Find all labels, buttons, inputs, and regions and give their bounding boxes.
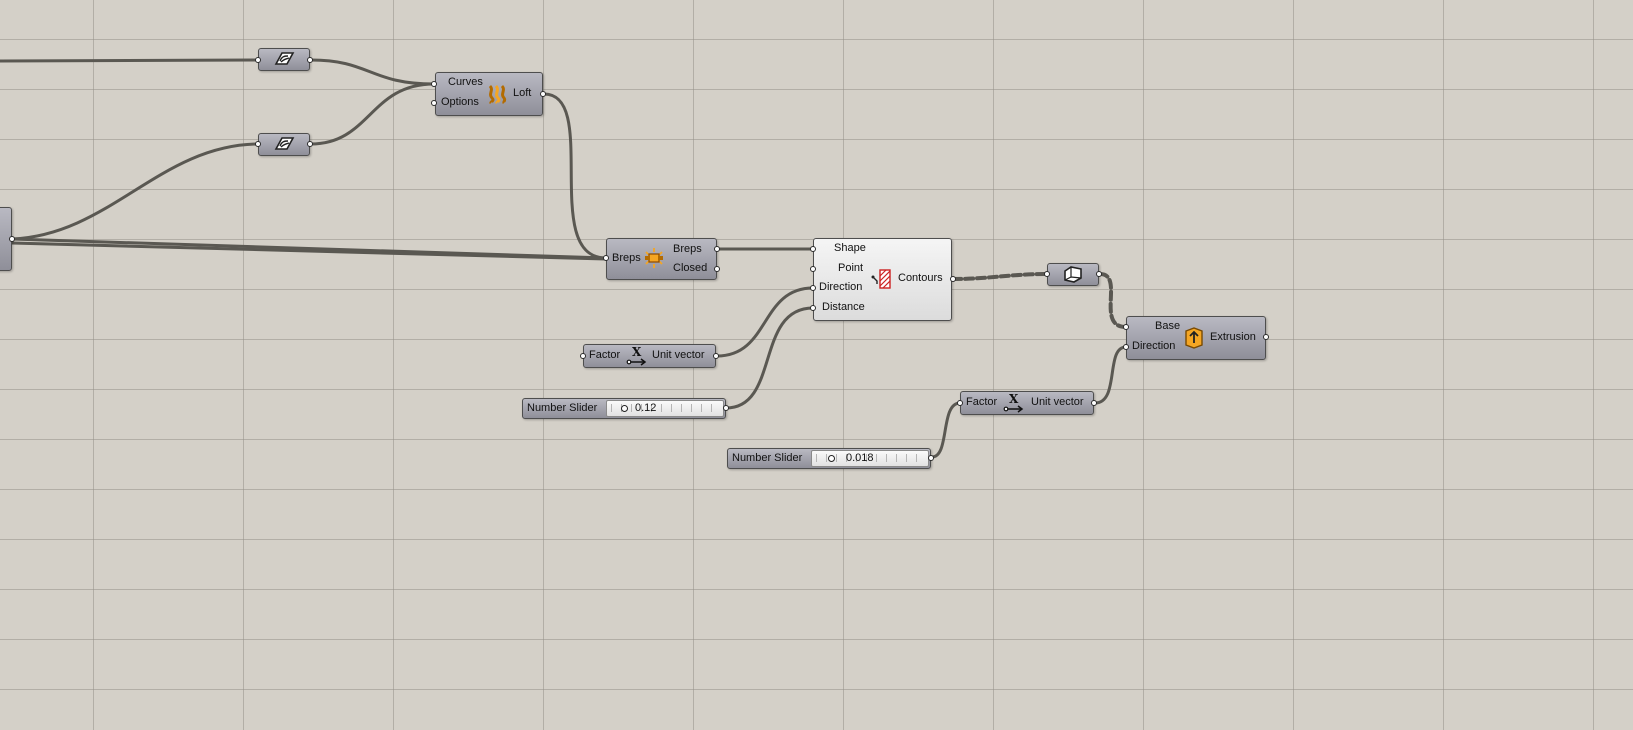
curve-parameter-icon	[274, 137, 295, 150]
wire-input-to-curve-param-1	[0, 58, 260, 63]
wire-slider-to-unitvector-2	[930, 401, 962, 459]
wire-curve-param-2-to-loft-curves	[309, 82, 436, 146]
extrude-input-label-base: Base	[1155, 320, 1181, 332]
contour-shape-input-port[interactable]	[810, 246, 816, 252]
number-slider-1-knob[interactable]	[620, 405, 628, 412]
number-slider-2-output-port[interactable]	[928, 455, 934, 461]
unit-vector-2-input-label: Factor	[966, 396, 998, 408]
number-slider-1-output-port[interactable]	[723, 405, 729, 411]
wire-unitvector-to-contour-direction	[715, 286, 815, 358]
extrude-base-input-port[interactable]	[1123, 324, 1129, 330]
contour-input-label-direction: Direction	[819, 281, 863, 293]
curve-param-1-input-port[interactable]	[255, 57, 261, 63]
wire-loft-to-cap-breps	[542, 92, 608, 260]
loft-input-label-curves: Curves	[448, 76, 483, 88]
source-output-port[interactable]	[9, 236, 15, 242]
cap-breps-input-port[interactable]	[603, 255, 609, 261]
unit-vector-icon: X	[626, 346, 647, 366]
curve-param-2-input-port[interactable]	[255, 141, 261, 147]
curve-param-2-output-port[interactable]	[307, 141, 313, 147]
wire-slider-to-contour-distance	[724, 306, 815, 410]
contour-input-label-shape: Shape	[834, 242, 866, 254]
loft-output-label: Loft	[513, 87, 532, 99]
loft-component[interactable]	[435, 72, 543, 116]
svg-text:X: X	[1009, 393, 1019, 406]
loft-output-port[interactable]	[540, 91, 546, 97]
curve-parameter-icon	[274, 52, 295, 65]
cap-holes-icon	[645, 248, 663, 268]
unit-vector-1-output-label: Unit vector	[652, 349, 705, 361]
extrude-output-port[interactable]	[1263, 334, 1269, 340]
loft-icon	[488, 84, 507, 104]
extrude-input-label-direction: Direction	[1132, 340, 1176, 352]
contour-icon	[871, 269, 891, 289]
wire-unitvector-2-to-extrude-direction	[1093, 345, 1128, 405]
number-slider-2-track[interactable]: 0.018	[811, 450, 929, 467]
brep-param-output-port[interactable]	[1096, 271, 1102, 277]
unit-vector-1-output-port[interactable]	[713, 353, 719, 359]
number-slider-1-value: 0.12	[635, 402, 657, 414]
unit-vector-component-2[interactable]	[960, 391, 1094, 415]
contour-point-input-port[interactable]	[810, 266, 816, 272]
number-slider-1-track[interactable]: 0.12	[606, 400, 724, 417]
unit-vector-2-input-port[interactable]	[957, 400, 963, 406]
wire-source-to-cap-breps-2	[10, 241, 608, 261]
extrude-icon	[1185, 327, 1203, 349]
cap-output-label-breps: Breps	[673, 243, 702, 255]
wire-brep-param-to-extrude-base	[1098, 272, 1128, 329]
wire-source-to-curve-param-2	[10, 142, 260, 241]
unit-vector-2-output-port[interactable]	[1091, 400, 1097, 406]
loft-options-input-port[interactable]	[431, 100, 437, 106]
loft-curves-input-port[interactable]	[431, 81, 437, 87]
extrude-direction-input-port[interactable]	[1123, 344, 1129, 350]
extrude-output-label: Extrusion	[1210, 331, 1256, 343]
number-slider-1-label: Number Slider	[527, 402, 598, 414]
unit-vector-1-input-port[interactable]	[580, 353, 586, 359]
svg-text:X: X	[632, 346, 642, 359]
unit-vector-1-input-label: Factor	[589, 349, 621, 361]
number-slider-2-label: Number Slider	[732, 452, 803, 464]
wire-contour-to-brep-param	[951, 272, 1049, 281]
unit-vector-icon: X	[1003, 393, 1024, 413]
brep-parameter-icon	[1064, 266, 1082, 283]
contour-distance-input-port[interactable]	[810, 305, 816, 311]
contour-input-label-point: Point	[838, 262, 864, 274]
cap-input-label-breps: Breps	[612, 252, 641, 264]
contour-input-label-distance: Distance	[822, 301, 865, 313]
cap-breps-output-port[interactable]	[714, 246, 720, 252]
cap-output-label-closed: Closed	[673, 262, 708, 274]
curve-param-1-output-port[interactable]	[307, 57, 313, 63]
number-slider-2-value: 0.018	[846, 452, 874, 464]
brep-param-input-port[interactable]	[1044, 271, 1050, 277]
contour-output-port[interactable]	[950, 276, 956, 282]
contour-direction-input-port[interactable]	[810, 285, 816, 291]
contour-output-label: Contours	[898, 272, 943, 284]
wire-curve-param-1-to-loft-curves	[309, 58, 436, 86]
loft-input-label-options: Options	[441, 96, 479, 108]
number-slider-2-knob[interactable]	[827, 455, 835, 462]
cap-closed-output-port[interactable]	[714, 266, 720, 272]
unit-vector-2-output-label: Unit vector	[1031, 396, 1084, 408]
